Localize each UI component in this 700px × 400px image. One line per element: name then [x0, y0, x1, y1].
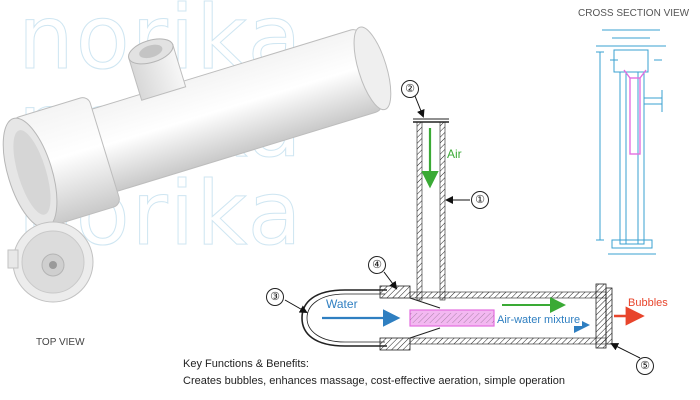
mixture-label: Air-water mixture [495, 314, 583, 326]
bubbles-label: Bubbles [628, 297, 668, 309]
water-label: Water [326, 297, 358, 311]
air-label: Air [447, 147, 462, 161]
callout-4: ④ [368, 256, 386, 274]
callout-1: ① [471, 191, 489, 209]
cross-section-title: CROSS SECTION VIEW [578, 8, 690, 19]
callout-2: ② [401, 80, 419, 98]
benefits-heading: Key Functions & Benefits: [183, 358, 309, 370]
top-view-label: TOP VIEW [36, 337, 85, 348]
callout-3: ③ [266, 288, 284, 306]
benefits-text: Creates bubbles, enhances massage, cost-… [183, 375, 565, 387]
callout-5: ⑤ [636, 357, 654, 375]
